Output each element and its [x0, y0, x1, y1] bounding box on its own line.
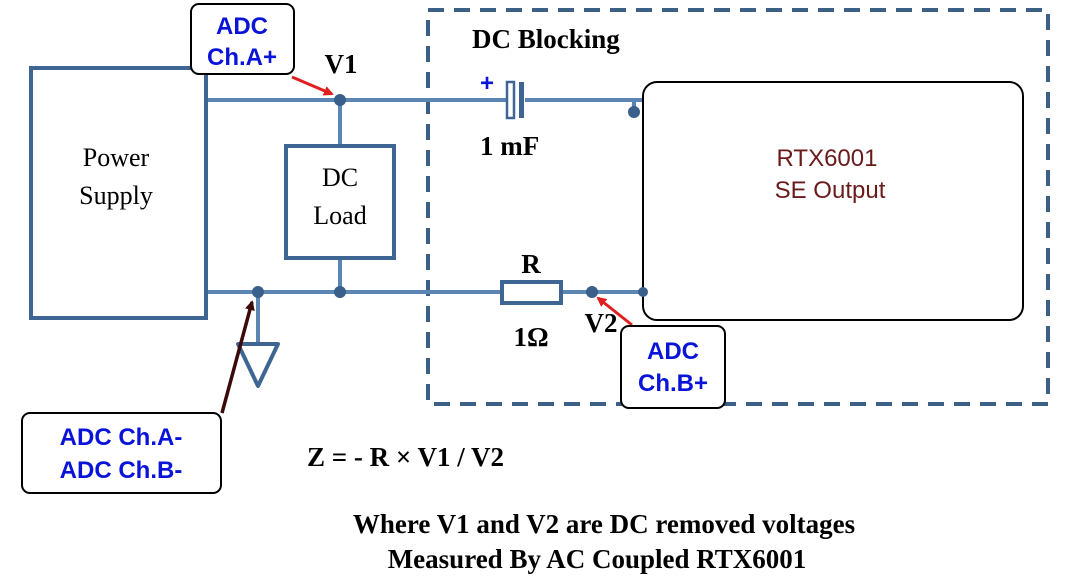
capacitor-symbol: [505, 80, 524, 120]
ground-symbol: [236, 342, 280, 388]
dc-load-label-line1: DC: [322, 163, 358, 192]
callout-ch-b-plus: ADC Ch.B+: [620, 325, 726, 409]
rtx6001-label-line1: RTX6001: [777, 145, 878, 172]
callout-ch-b-plus-line2: Ch.B+: [638, 370, 708, 397]
callout-ground-channels-line1: ADC Ch.A-: [60, 424, 183, 451]
dc-blocking-region: [426, 8, 1050, 406]
arrow-ch-b-plus: [596, 296, 633, 327]
power-supply-label-line2: Supply: [79, 181, 153, 210]
node-load-bottom: [334, 286, 346, 298]
note-line1: Where V1 and V2 are DC removed voltages: [353, 509, 855, 539]
capacitor-value: 1 mF: [480, 131, 539, 161]
resistor-symbol: [500, 280, 563, 305]
callout-ch-a-plus-line2: Ch.A+: [207, 44, 277, 71]
capacitor-polarity: +: [480, 70, 494, 97]
resistor-value: 1Ω: [513, 322, 548, 352]
node-v1: [334, 94, 346, 106]
node-rtx-negative: [638, 287, 648, 297]
rtx6001-box: [642, 81, 1024, 321]
resistor-label: R: [521, 249, 541, 279]
note-line2: Measured By AC Coupled RTX6001: [388, 544, 807, 574]
node-ground: [252, 286, 264, 298]
power-supply-label-line1: Power: [83, 143, 150, 172]
callout-ch-a-plus: ADC Ch.A+: [190, 3, 295, 75]
callout-ch-a-plus-line1: ADC: [216, 13, 268, 40]
v1-label: V1: [325, 49, 358, 79]
callout-ground-channels: ADC Ch.A- ADC Ch.B-: [21, 412, 222, 494]
dc-blocking-label: DC Blocking: [472, 24, 620, 54]
impedance-formula: Z = - R × V1 / V2: [307, 442, 504, 472]
node-v2: [586, 286, 598, 298]
arrow-ground-channels: [220, 300, 255, 414]
v2-label: V2: [585, 308, 618, 338]
callout-ground-channels-line2: ADC Ch.B-: [60, 457, 183, 484]
node-rtx-positive: [628, 106, 640, 118]
arrow-ch-a-plus: [291, 75, 334, 96]
rtx6001-label-line2: SE Output: [775, 177, 886, 204]
callout-ch-b-plus-line1: ADC: [647, 338, 699, 365]
dc-load-label-line2: Load: [313, 201, 366, 230]
power-supply-box: [29, 66, 208, 320]
dc-load-box: [284, 144, 396, 260]
